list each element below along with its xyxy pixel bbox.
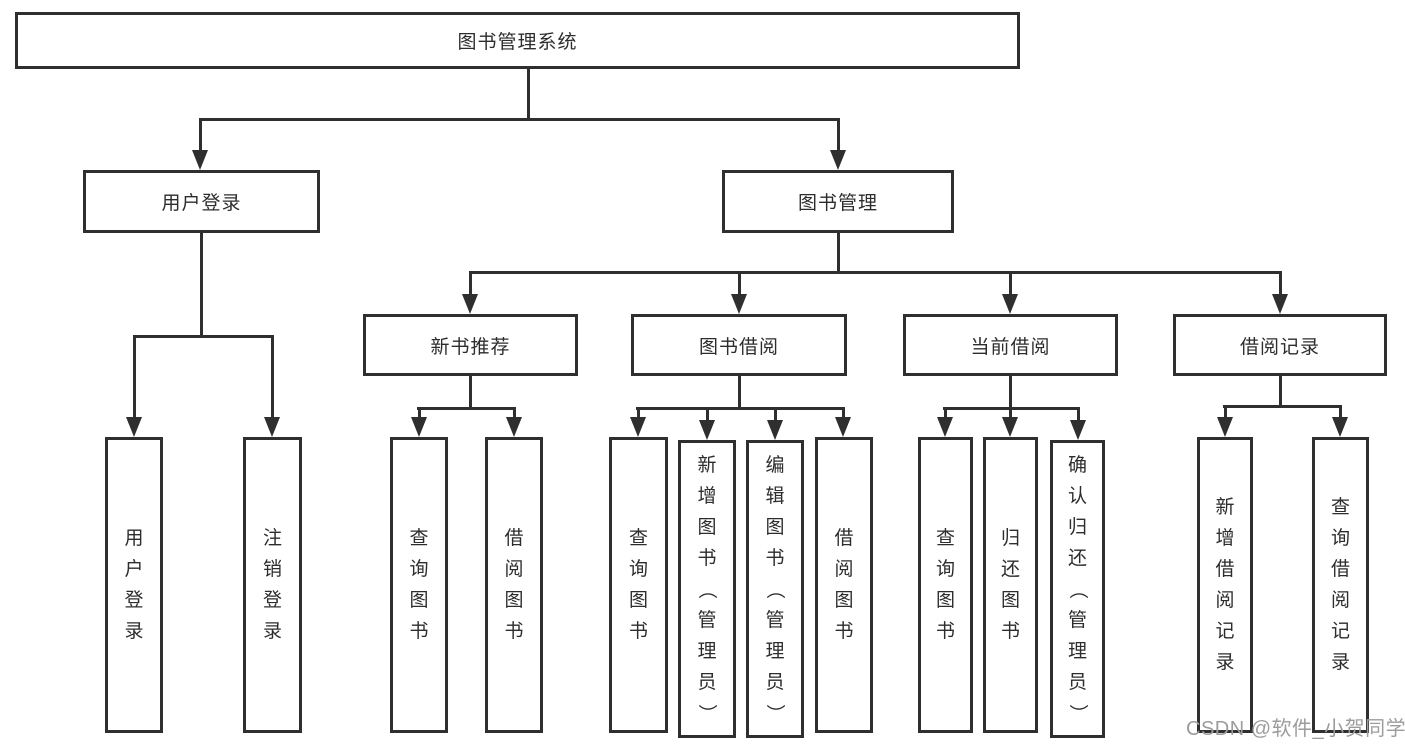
leaf-query-borrow-record: 查询借阅记录 (1312, 437, 1369, 733)
arrow-down-icon (1002, 417, 1018, 437)
connector-borrow-trunk (738, 376, 741, 409)
connector-drop-borrow (738, 271, 741, 300)
leaf-confirm-return-admin: 确认归还（管理员） (1050, 440, 1105, 738)
arrow-down-icon (1272, 294, 1288, 314)
leaf-logout-label: 注销登录 (262, 528, 282, 642)
node-user-login: 用户登录 (83, 170, 320, 233)
node-borrow-records: 借阅记录 (1173, 314, 1387, 376)
leaf-recommend-query-books: 查询图书 (390, 437, 448, 733)
leaf-edit-book-admin: 编辑图书（管理员） (746, 440, 804, 738)
arrow-down-icon (462, 294, 478, 314)
node-book-borrow-label: 图书借阅 (698, 336, 779, 358)
leaf-add-borrow-record: 新增借阅记录 (1197, 437, 1253, 733)
csdn-watermark: CSDN @软件_小贺同学 (1186, 718, 1405, 740)
connector-current-trunk (1009, 376, 1012, 409)
leaf-recommend-borrow-books-label: 借阅图书 (504, 528, 524, 642)
connector-root-bar (199, 118, 840, 121)
node-root-label: 图书管理系统 (457, 32, 578, 53)
leaf-borrow-borrow-books-label: 借阅图书 (834, 528, 854, 642)
arrow-down-icon (699, 420, 715, 440)
connector-recommend-trunk (469, 376, 472, 409)
leaf-recommend-borrow-books: 借阅图书 (485, 437, 543, 733)
connector-drop-rec-borrow (513, 407, 516, 423)
leaf-edit-book-admin-label: 编辑图书（管理员） (764, 454, 786, 723)
connector-drop-cur-return (1009, 407, 1012, 423)
arrow-down-icon (1332, 417, 1348, 437)
arrow-down-icon (830, 150, 846, 170)
connector-drop-rec-query (418, 407, 421, 423)
connector-drop-leaf-user-login (133, 335, 136, 423)
arrow-down-icon (506, 417, 522, 437)
arrow-down-icon (126, 417, 142, 437)
leaf-user-login: 用户登录 (105, 437, 163, 733)
leaf-current-query-books-label: 查询图书 (935, 528, 955, 642)
connector-management-trunk (837, 233, 840, 274)
node-borrow-records-label: 借阅记录 (1239, 336, 1320, 358)
connector-records-trunk (1279, 376, 1282, 407)
leaf-borrow-borrow-books: 借阅图书 (815, 437, 873, 733)
connector-drop-cur-query (944, 407, 947, 423)
leaf-return-books: 归还图书 (983, 437, 1038, 733)
connector-records-bar (1223, 405, 1342, 408)
connector-drop-current (1009, 271, 1012, 300)
node-book-management: 图书管理 (722, 170, 954, 233)
leaf-borrow-query-books-label: 查询图书 (628, 528, 648, 642)
leaf-add-borrow-record-label: 新增借阅记录 (1215, 497, 1235, 673)
leaf-user-login-label: 用户登录 (124, 528, 144, 642)
arrow-down-icon (937, 417, 953, 437)
node-root: 图书管理系统 (15, 12, 1020, 69)
connector-drop-recommend (469, 271, 472, 300)
arrow-down-icon (192, 150, 208, 170)
connector-drop-bor-query (637, 407, 640, 423)
leaf-add-book-admin-label: 新增图书（管理员） (696, 454, 718, 723)
connector-borrow-bar (636, 407, 845, 410)
leaf-confirm-return-admin-label: 确认归还（管理员） (1066, 454, 1088, 723)
arrow-down-icon (630, 417, 646, 437)
connector-drop-bor-borrow (842, 407, 845, 423)
arrow-down-icon (264, 417, 280, 437)
arrow-down-icon (1070, 420, 1086, 440)
node-current-borrow: 当前借阅 (903, 314, 1118, 376)
connector-management-bar (469, 271, 1282, 274)
arrow-down-icon (767, 420, 783, 440)
node-new-book-recommend-label: 新书推荐 (430, 336, 511, 358)
connector-root-trunk (527, 69, 530, 119)
connector-drop-records (1279, 271, 1282, 300)
node-new-book-recommend: 新书推荐 (363, 314, 578, 376)
connector-login-bar (133, 335, 274, 338)
node-user-login-label: 用户登录 (161, 193, 242, 214)
arrow-down-icon (835, 417, 851, 437)
arrow-down-icon (731, 294, 747, 314)
connector-drop-bor-add (706, 407, 709, 426)
node-book-borrow: 图书借阅 (631, 314, 847, 376)
leaf-current-query-books: 查询图书 (918, 437, 973, 733)
arrow-down-icon (1002, 294, 1018, 314)
connector-drop-leaf-logout (271, 335, 274, 423)
node-book-management-label: 图书管理 (797, 193, 878, 214)
connector-drop-rcd-add (1224, 405, 1227, 423)
connector-drop-cur-confirm (1077, 407, 1080, 426)
connector-drop-bor-edit (774, 407, 777, 426)
leaf-query-borrow-record-label: 查询借阅记录 (1330, 497, 1350, 673)
leaf-return-books-label: 归还图书 (1000, 528, 1020, 642)
leaf-borrow-query-books: 查询图书 (609, 437, 668, 733)
connector-drop-user-login (199, 118, 202, 156)
connector-drop-book-management (837, 118, 840, 156)
leaf-logout: 注销登录 (243, 437, 302, 733)
leaf-add-book-admin: 新增图书（管理员） (678, 440, 736, 738)
arrow-down-icon (411, 417, 427, 437)
connector-login-trunk (200, 233, 203, 337)
arrow-down-icon (1217, 417, 1233, 437)
leaf-recommend-query-books-label: 查询图书 (409, 528, 429, 642)
connector-drop-rcd-query (1339, 405, 1342, 423)
node-current-borrow-label: 当前借阅 (970, 336, 1051, 358)
connector-recommend-bar (417, 407, 516, 410)
